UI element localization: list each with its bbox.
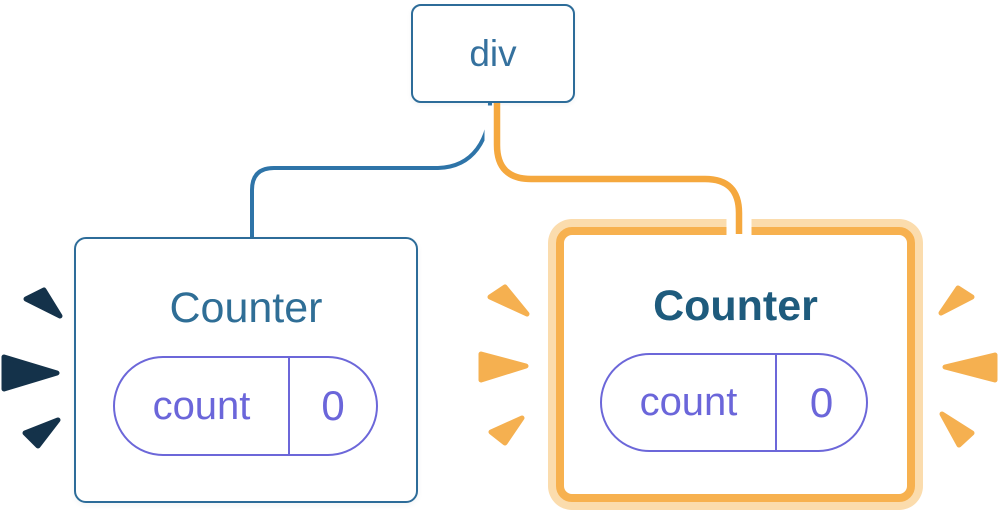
spark-icon [942,352,998,383]
state-value: 0 [775,355,866,450]
spark-icon [23,287,63,319]
spark-icon-group-left-counter [1,287,63,449]
edge-casing [484,105,752,242]
edge-div-to-left-counter [250,102,492,240]
spark-icon [22,417,61,449]
spark-icon [939,411,975,448]
counter-title: Counter [169,284,323,332]
counter-title: Counter [653,282,818,330]
spark-icon-group-right-counter-left [478,284,530,446]
spark-icon [487,284,530,317]
state-pill: count 0 [600,353,868,452]
spark-icon [1,354,60,392]
spark-icon-group-right-counter-right [938,285,998,448]
div-node-label: div [469,32,517,74]
state-pill: count 0 [113,356,378,456]
edge-div-to-right-counter [493,103,743,234]
tree-node-counter-right-highlighted: Counter count 0 [556,227,915,502]
spark-icon [488,415,525,446]
spark-icon [938,285,975,316]
state-key-label: count [152,383,251,428]
spark-icon [478,351,529,383]
tree-node-counter-left: Counter count 0 [74,237,418,503]
state-value: 0 [288,358,376,454]
tree-node-div: div [411,4,575,103]
state-key-label: count [639,380,738,424]
